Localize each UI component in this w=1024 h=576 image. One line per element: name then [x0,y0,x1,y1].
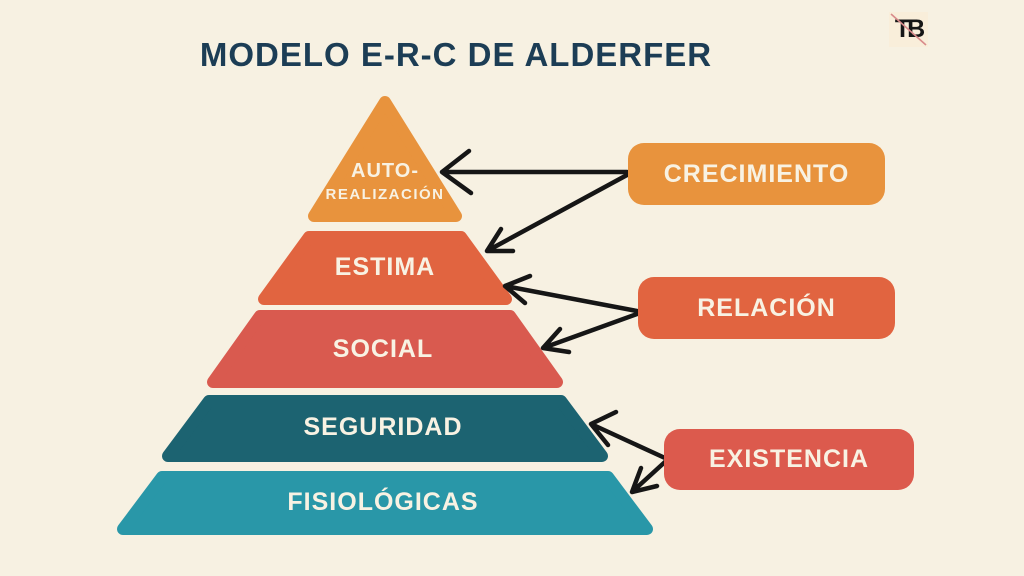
page-title: MODELO E-R-C DE ALDERFER [199,36,713,73]
category-box-crecimiento: CRECIMIENTO [628,143,885,205]
category-label-crecimiento: CRECIMIENTO [663,159,850,188]
arrow-relacion-to-estima [502,273,640,314]
brand-logo: TB [889,12,928,47]
category-label-existencia: EXISTENCIA [708,445,870,473]
logo-diagonal-line-icon [890,13,927,46]
arrow-crecimiento-to-auto-realizacion [439,148,630,196]
category-label-relacion: RELACIÓN [697,293,836,322]
arrow-crecimiento-to-estima [484,172,630,254]
pyramid-level-fisiologicas [117,471,653,535]
category-box-existencia: EXISTENCIA [664,429,914,490]
logo-text: TB [895,15,925,44]
pyramid-level-social [207,310,563,388]
category-box-relacion: RELACIÓN [638,277,895,339]
pyramid-level-seguridad [162,395,608,462]
arrow-existencia-to-fisiologicas [629,458,669,495]
pyramid-level-auto-realizacion [308,96,462,222]
arrow-relacion-to-social [540,311,640,355]
arrow-existencia-to-seguridad [588,409,668,461]
pyramid-level-estima [258,231,512,305]
